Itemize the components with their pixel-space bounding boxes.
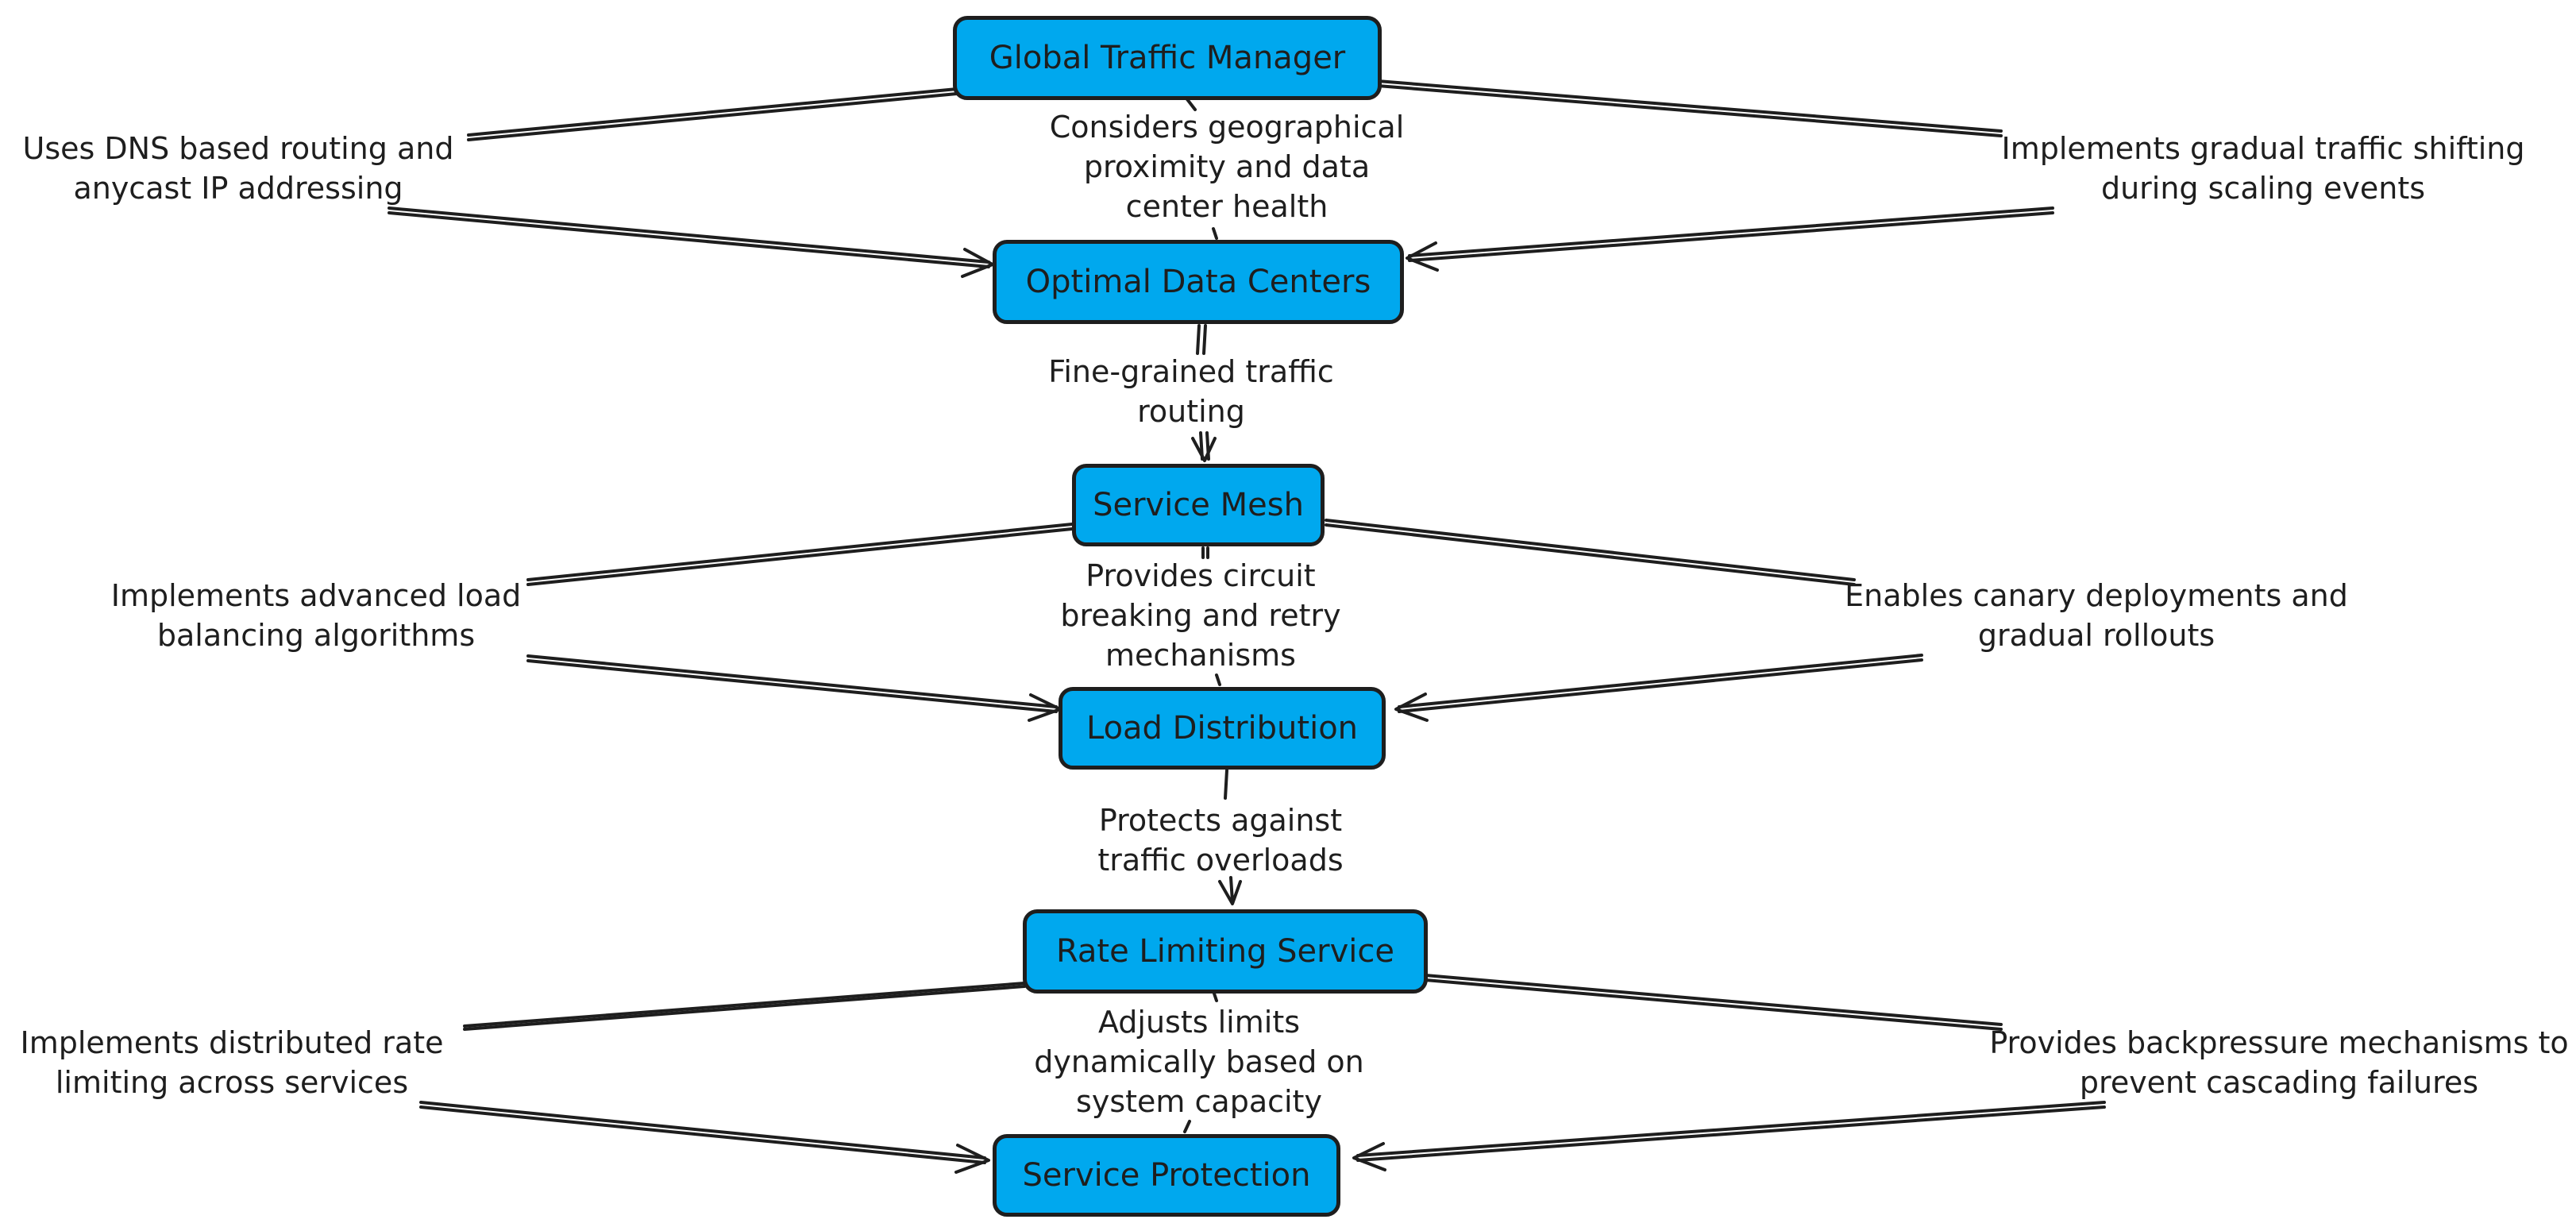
edge-label-rate-protect-center: Adjusts limits dynamically based on syst…	[1034, 1005, 1364, 1119]
edge-odc-mesh-center	[1191, 324, 1217, 462]
edge-label-load-rate-center: Protects against traffic overloads	[1097, 803, 1344, 878]
edge-label-odc-mesh-center: Fine-grained traffic routing	[1048, 354, 1334, 429]
node-global-traffic-manager[interactable]: Global Traffic Manager	[953, 16, 1382, 100]
edge-label-mesh-load-center: Provides circuit breaking and retry mech…	[1060, 558, 1341, 673]
node-rate-limiting-service[interactable]: Rate Limiting Service	[1023, 909, 1428, 994]
edge-label-rate-protect-right: Provides backpressure mechanisms to prev…	[1989, 1025, 2569, 1100]
node-service-mesh[interactable]: Service Mesh	[1072, 464, 1325, 546]
node-optimal-data-centers[interactable]: Optimal Data Centers	[993, 240, 1404, 324]
edge-load-rate-center	[1218, 769, 1242, 905]
edge-label-mesh-load-right: Enables canary deployments and gradual r…	[1845, 578, 2348, 653]
edge-mesh-load-right	[1325, 519, 1923, 722]
arrowhead-icon	[1218, 880, 1242, 905]
arrowhead-icon	[1352, 1142, 1386, 1171]
edge-label-gtm-odc-left: Uses DNS based routing and anycast IP ad…	[22, 131, 454, 206]
edge-rate-protect-right	[1352, 974, 2106, 1171]
arrowhead-icon	[954, 1144, 990, 1174]
arrowhead-icon	[1191, 437, 1217, 462]
edge-gtm-odc-right	[1376, 79, 2054, 272]
node-service-protection[interactable]: Service Protection	[993, 1134, 1340, 1217]
edge-gtm-odc-center	[1186, 98, 1218, 240]
edge-gtm-odc-left	[388, 87, 994, 278]
edge-mesh-load-left	[526, 523, 1074, 722]
arrowhead-icon	[961, 248, 994, 278]
edge-rate-protect-left	[419, 982, 1026, 1174]
arrowhead-icon	[1394, 693, 1429, 722]
edge-label-rate-protect-left: Implements distributed rate limiting acr…	[20, 1025, 444, 1100]
arrowhead-icon	[1406, 241, 1439, 272]
edge-label-gtm-odc-center: Considers geographical proximity and dat…	[1049, 110, 1405, 224]
edge-label-mesh-load-left: Implements advanced load balancing algor…	[110, 578, 522, 653]
edge-label-gtm-odc-right: Implements gradual traffic shifting duri…	[2001, 131, 2525, 206]
edge-mesh-load-center	[1201, 546, 1221, 686]
node-load-distribution[interactable]: Load Distribution	[1059, 687, 1386, 770]
arrowhead-icon	[1028, 693, 1062, 722]
